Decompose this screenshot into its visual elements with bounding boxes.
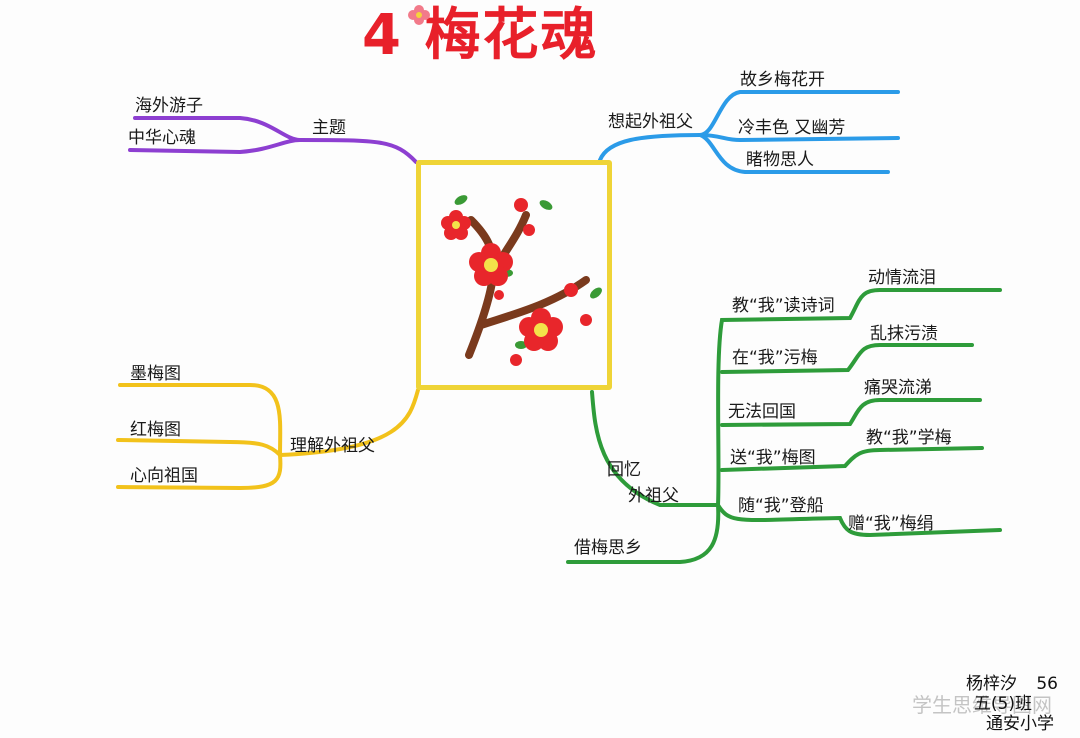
student-class: 五(5)班 bbox=[973, 694, 1032, 714]
understand-item: 墨梅图 bbox=[130, 364, 181, 384]
remember-sub: 教“我”学梅 bbox=[866, 428, 952, 448]
remember-branch-lines bbox=[566, 288, 1002, 564]
theme-label: 主题 bbox=[312, 118, 346, 138]
student-name: 杨梓汐 bbox=[965, 674, 1017, 694]
remember-sub: 动情流泪 bbox=[868, 268, 936, 288]
understand-branch-lines bbox=[116, 383, 420, 491]
recall-item: 冷丰色 又幽芳 bbox=[738, 118, 846, 138]
remember-item: 在“我”污梅 bbox=[732, 348, 818, 368]
understand-label: 理解外祖父 bbox=[290, 436, 375, 456]
remember-label-bottom: 外祖父 bbox=[628, 486, 679, 506]
recall-item: 睹物思人 bbox=[746, 150, 814, 170]
student-number: 56 bbox=[1036, 674, 1058, 694]
page-title: 4 梅花魂 bbox=[362, 3, 599, 68]
recall-branch-lines bbox=[598, 90, 900, 174]
student-school: 通安小学 bbox=[986, 714, 1054, 734]
remember-item: 无法回国 bbox=[728, 402, 796, 422]
understand-item: 心向祖国 bbox=[130, 466, 198, 486]
small-blossom-icon bbox=[408, 5, 430, 25]
watermark: 学生思维导图网 bbox=[912, 693, 1052, 717]
plum-branch-icon bbox=[441, 195, 602, 366]
remember-sub: 赠“我”梅绢 bbox=[848, 514, 934, 534]
remember-extra: 借梅思乡 bbox=[574, 538, 642, 558]
theme-branch-lines bbox=[128, 116, 418, 164]
theme-item: 中华心魂 bbox=[128, 128, 196, 148]
blossom-group bbox=[441, 198, 592, 366]
remember-sub: 乱抹污渍 bbox=[870, 324, 938, 344]
remember-sub: 痛哭流涕 bbox=[864, 378, 932, 398]
center-image-frame bbox=[416, 160, 612, 390]
theme-item: 海外游子 bbox=[135, 96, 203, 116]
remember-label-top: 回忆 bbox=[607, 460, 641, 480]
remember-item: 教“我”读诗词 bbox=[732, 296, 835, 316]
remember-item: 随“我”登船 bbox=[738, 496, 824, 516]
signature-line-1: 杨梓汐 56 bbox=[966, 676, 1058, 693]
remember-item: 送“我”梅图 bbox=[730, 448, 816, 468]
recall-item: 故乡梅花开 bbox=[740, 70, 825, 90]
understand-item: 红梅图 bbox=[130, 420, 181, 440]
recall-label: 想起外祖父 bbox=[608, 112, 693, 132]
